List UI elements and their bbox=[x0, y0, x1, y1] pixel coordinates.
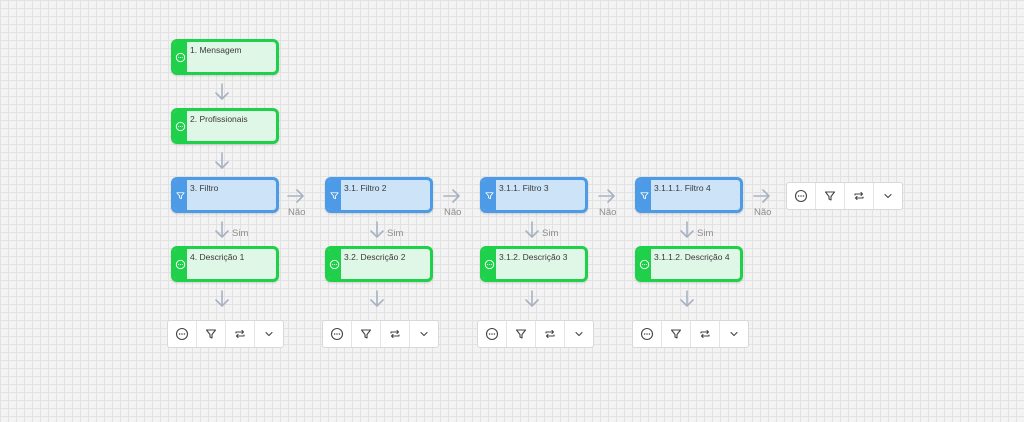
connector-arrow-down bbox=[212, 289, 232, 309]
chat-bubble-icon bbox=[174, 42, 187, 72]
add-loop-button[interactable] bbox=[381, 321, 410, 347]
funnel-icon bbox=[204, 327, 218, 341]
branch-no-label: Não bbox=[754, 207, 772, 218]
node-descricao-1[interactable]: 4. Descrição 1 bbox=[171, 246, 279, 282]
funnel-icon bbox=[328, 180, 341, 210]
node-label: 3.2. Descrição 2 bbox=[344, 252, 406, 262]
connector-arrow-down bbox=[522, 289, 542, 309]
node-filtro-3[interactable]: 3. Filtro bbox=[171, 177, 279, 213]
chevron-down-icon bbox=[727, 327, 741, 341]
node-filtro-2[interactable]: 3.1. Filtro 2 bbox=[325, 177, 433, 213]
repeat-icon bbox=[543, 327, 557, 341]
chat-bubble-icon bbox=[328, 249, 341, 279]
node-label: 1. Mensagem bbox=[190, 45, 242, 55]
node-label: 3.1.1. Filtro 3 bbox=[499, 183, 549, 193]
connector-arrow-down bbox=[677, 289, 697, 309]
more-options-button[interactable] bbox=[255, 321, 283, 347]
add-step-toolbar bbox=[786, 182, 903, 210]
node-label: 4. Descrição 1 bbox=[190, 252, 245, 262]
branch-yes-label: Sim bbox=[542, 228, 559, 239]
add-message-button[interactable] bbox=[323, 321, 352, 347]
node-label: 3.1.1.1. Filtro 4 bbox=[654, 183, 711, 193]
connector-arrow-right bbox=[442, 186, 462, 206]
add-message-button[interactable] bbox=[168, 321, 197, 347]
funnel-icon bbox=[669, 327, 683, 341]
add-message-button[interactable] bbox=[787, 183, 816, 209]
connector-arrow-down bbox=[212, 82, 232, 102]
funnel-icon bbox=[483, 180, 496, 210]
connector-arrow-down bbox=[677, 220, 697, 240]
add-step-toolbar bbox=[167, 320, 284, 348]
chevron-down-icon bbox=[262, 327, 276, 341]
repeat-icon bbox=[233, 327, 247, 341]
add-step-toolbar bbox=[322, 320, 439, 348]
branch-no-label: Não bbox=[444, 207, 462, 218]
connector-arrow-right bbox=[752, 186, 772, 206]
repeat-icon bbox=[698, 327, 712, 341]
chat-bubble-icon bbox=[638, 249, 651, 279]
node-label: 3.1.2. Descrição 3 bbox=[499, 252, 568, 262]
add-filter-button[interactable] bbox=[816, 183, 845, 209]
node-label: 3.1. Filtro 2 bbox=[344, 183, 387, 193]
funnel-icon bbox=[823, 189, 837, 203]
node-descricao-4[interactable]: 3.1.1.2. Descrição 4 bbox=[635, 246, 743, 282]
connector-arrow-down bbox=[212, 151, 232, 171]
add-message-button[interactable] bbox=[633, 321, 662, 347]
chat-bubble-icon bbox=[175, 327, 189, 341]
node-profissionais[interactable]: 2. Profissionais bbox=[171, 108, 279, 144]
connector-arrow-down bbox=[367, 289, 387, 309]
add-filter-button[interactable] bbox=[352, 321, 381, 347]
connector-arrow-down bbox=[212, 220, 232, 240]
chat-bubble-icon bbox=[330, 327, 344, 341]
funnel-icon bbox=[359, 327, 373, 341]
funnel-icon bbox=[638, 180, 651, 210]
branch-yes-label: Sim bbox=[697, 228, 714, 239]
add-step-toolbar bbox=[632, 320, 749, 348]
add-loop-button[interactable] bbox=[226, 321, 255, 347]
more-options-button[interactable] bbox=[565, 321, 593, 347]
chevron-down-icon bbox=[417, 327, 431, 341]
chevron-down-icon bbox=[881, 189, 895, 203]
connector-arrow-down bbox=[522, 220, 542, 240]
funnel-icon bbox=[514, 327, 528, 341]
add-loop-button[interactable] bbox=[691, 321, 720, 347]
chevron-down-icon bbox=[572, 327, 586, 341]
more-options-button[interactable] bbox=[410, 321, 438, 347]
branch-yes-label: Sim bbox=[387, 228, 404, 239]
node-descricao-3[interactable]: 3.1.2. Descrição 3 bbox=[480, 246, 588, 282]
node-label: 3.1.1.2. Descrição 4 bbox=[654, 252, 730, 262]
more-options-button[interactable] bbox=[874, 183, 902, 209]
more-options-button[interactable] bbox=[720, 321, 748, 347]
node-filtro-3-1-1[interactable]: 3.1.1. Filtro 3 bbox=[480, 177, 588, 213]
funnel-icon bbox=[174, 180, 187, 210]
node-label: 2. Profissionais bbox=[190, 114, 248, 124]
connector-arrow-right bbox=[597, 186, 617, 206]
connector-arrow-right bbox=[286, 186, 306, 206]
connector-arrow-down bbox=[367, 220, 387, 240]
add-loop-button[interactable] bbox=[536, 321, 565, 347]
repeat-icon bbox=[852, 189, 866, 203]
branch-yes-label: Sim bbox=[232, 228, 249, 239]
chat-bubble-icon bbox=[483, 249, 496, 279]
chat-bubble-icon bbox=[640, 327, 654, 341]
add-filter-button[interactable] bbox=[197, 321, 226, 347]
node-filtro-3-1-1-1[interactable]: 3.1.1.1. Filtro 4 bbox=[635, 177, 743, 213]
node-label: 3. Filtro bbox=[190, 183, 219, 193]
node-descricao-2[interactable]: 3.2. Descrição 2 bbox=[325, 246, 433, 282]
repeat-icon bbox=[388, 327, 402, 341]
add-loop-button[interactable] bbox=[845, 183, 874, 209]
add-filter-button[interactable] bbox=[662, 321, 691, 347]
chat-bubble-icon bbox=[174, 249, 187, 279]
add-message-button[interactable] bbox=[478, 321, 507, 347]
chat-bubble-icon bbox=[794, 189, 808, 203]
branch-no-label: Não bbox=[599, 207, 617, 218]
chat-bubble-icon bbox=[485, 327, 499, 341]
branch-no-label: Não bbox=[288, 207, 306, 218]
node-mensagem[interactable]: 1. Mensagem bbox=[171, 39, 279, 75]
chat-bubble-icon bbox=[174, 111, 187, 141]
add-filter-button[interactable] bbox=[507, 321, 536, 347]
add-step-toolbar bbox=[477, 320, 594, 348]
